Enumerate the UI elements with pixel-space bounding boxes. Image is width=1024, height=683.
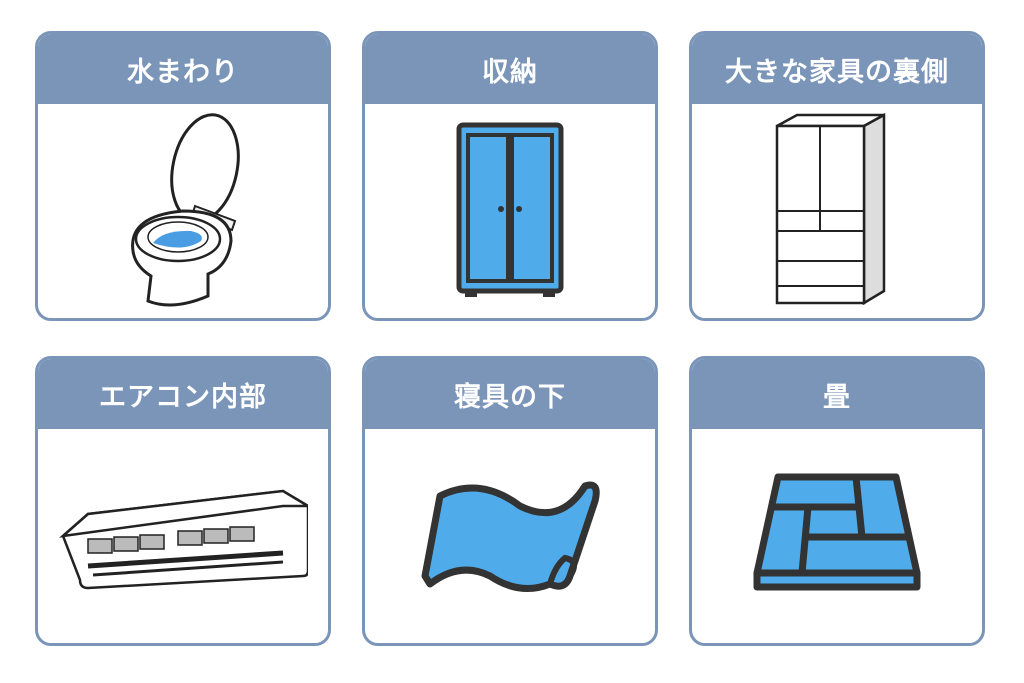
wardrobe-icon bbox=[456, 122, 564, 297]
refrigerator-icon bbox=[775, 112, 886, 306]
card-title: 収納 bbox=[365, 34, 655, 104]
air-conditioner-icon bbox=[59, 489, 308, 590]
card-aircon-interior: エアコン内部 bbox=[35, 356, 331, 646]
card-title: エアコン内部 bbox=[38, 359, 328, 429]
card-title: 大きな家具の裏側 bbox=[692, 34, 982, 104]
card-title: 水まわり bbox=[38, 34, 328, 104]
card-title: 寝具の下 bbox=[365, 359, 655, 429]
card-title: 畳 bbox=[692, 359, 982, 429]
card-under-bedding: 寝具の下 bbox=[362, 356, 658, 646]
futon-icon bbox=[421, 481, 600, 592]
tatami-icon bbox=[753, 473, 921, 591]
card-tatami: 畳 bbox=[689, 356, 985, 646]
card-water-area: 水まわり bbox=[35, 31, 331, 321]
toilet-icon bbox=[131, 113, 240, 307]
card-storage: 収納 bbox=[362, 31, 658, 321]
card-behind-furniture: 大きな家具の裏側 bbox=[689, 31, 985, 321]
